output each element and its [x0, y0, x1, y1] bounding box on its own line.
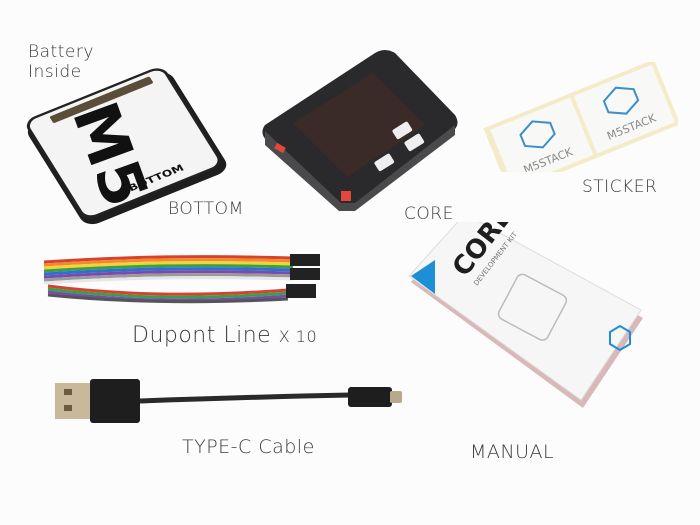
- type-c-cable-image: [55, 379, 402, 423]
- sticker-image: M5STACK M5STACK: [483, 62, 678, 172]
- bottom-label: BOTTOM: [168, 199, 244, 219]
- dupont-quantity: X 10: [278, 327, 318, 346]
- dupont-name: Dupont Line: [132, 323, 272, 348]
- type-c-cable-label: TYPE-C Cable: [182, 436, 315, 458]
- manual-image: CORE DEVELOPMENT KIT: [408, 222, 643, 408]
- dupont-line-image: [43, 254, 320, 304]
- core-label: CORE: [404, 204, 454, 224]
- battery-inside-annotation: Battery Inside: [28, 42, 94, 82]
- manual-label: MANUAL: [470, 441, 555, 463]
- sticker-label: STICKER: [582, 177, 658, 197]
- annotation-line-2: Inside: [28, 62, 82, 82]
- annotation-line-1: Battery: [28, 42, 94, 62]
- dupont-line-label: Dupont Line X 10: [132, 323, 317, 348]
- bottom-module-image: BOTTOM M5: [26, 68, 227, 225]
- core-device-image: [262, 50, 458, 211]
